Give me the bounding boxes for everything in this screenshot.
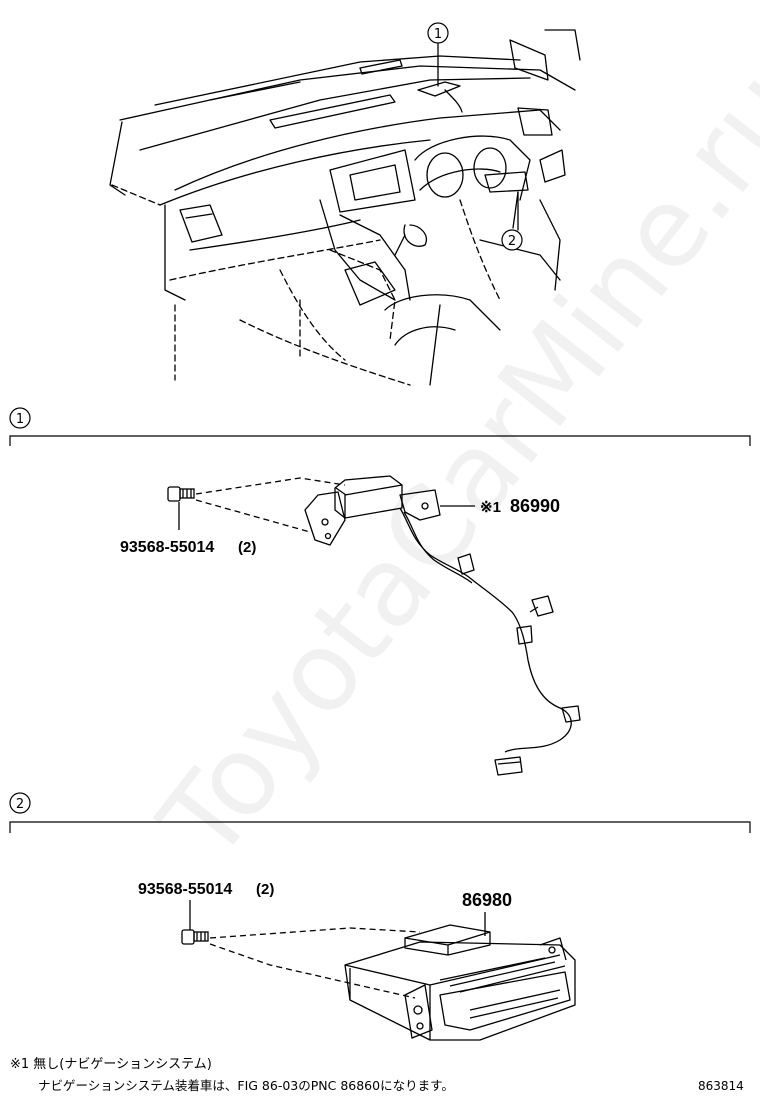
callout-2: 2 [501,229,523,251]
label-86980: 86980 [462,890,512,910]
svg-text:86980: 86980 [462,890,512,910]
svg-text:93568-55014: 93568-55014 [138,881,232,898]
dashboard-overview-illustration [109,29,581,386]
bolt-icon-section-2 [181,900,209,945]
footnote-line-2: ナビゲーションシステム装着車は、FIG 86-03のPNC 86860になります… [38,1078,454,1093]
label-93568-55014-section-2: 93568-55014 (2) [138,881,274,898]
svg-text:※1: ※1 [480,499,501,516]
svg-text:93568-55014: 93568-55014 [120,539,214,556]
radio-receiver-module-86990 [195,475,581,776]
svg-text:(2): (2) [256,881,274,898]
svg-text:2: 2 [16,797,24,812]
svg-text:1: 1 [434,27,442,42]
svg-text:1: 1 [16,412,24,427]
label-86990: ※1 86990 [480,496,560,516]
navigation-ecu-module-86980 [209,912,576,1041]
section-1-header: 1 [9,407,751,446]
svg-text:2: 2 [508,234,516,249]
callout-1: 1 [427,22,449,44]
section-2-header: 2 [9,792,751,833]
footnote-line-1: ※1 無し(ナビゲーションシステム) [10,1057,212,1072]
svg-text:86990: 86990 [510,496,560,516]
label-93568-55014-section-1: 93568-55014 (2) [120,539,256,556]
svg-text:(2): (2) [238,539,256,556]
bolt-icon-section-1 [167,486,195,530]
figure-number: 863814 [698,1079,744,1093]
